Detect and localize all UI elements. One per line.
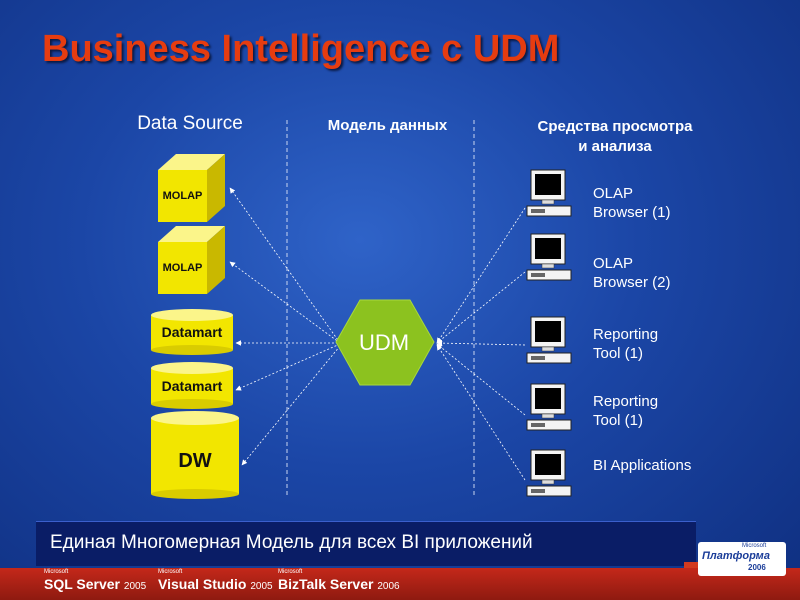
computer-icon <box>526 316 572 364</box>
datamart-cylinder-2 <box>151 362 233 409</box>
tool-label-reporting-tool-2: Reporting Tool (1) <box>593 392 658 430</box>
tool-label-line: Browser (1) <box>593 204 671 221</box>
connector-molap-1 <box>229 187 341 344</box>
data-source-header: Data Source <box>137 113 243 134</box>
connector-tool-5 <box>436 344 526 481</box>
computer-icon <box>526 449 572 497</box>
caption-text: Единая Многомерная Модель для всех BI пр… <box>50 532 533 553</box>
udm-label: UDM <box>358 330 410 355</box>
source-label-datamart-1: Datamart <box>161 324 223 340</box>
udm-hexagon <box>335 299 435 386</box>
biztalk-server-logo: Microsoft BizTalk Server 2006 <box>278 569 400 592</box>
visual-studio-logo: Microsoft Visual Studio 2005 <box>158 569 273 592</box>
molap-cube-1 <box>158 154 225 222</box>
tool-label-line: Reporting <box>593 326 659 343</box>
tool-label-olap-browser-2: OLAP Browser (2) <box>593 254 671 292</box>
connector-tool-4 <box>436 343 526 416</box>
computer-icon <box>526 383 572 431</box>
connector-molap-2 <box>229 261 341 344</box>
logo-version: 2005 <box>250 581 273 592</box>
analysis-tools-header: Средства просмотра и анализа <box>500 117 730 157</box>
analysis-tools-header-line2: и анализа <box>578 138 652 155</box>
logo-name: Visual Studio <box>158 576 247 592</box>
tool-label-reporting-tool-1: Reporting Tool (1) <box>593 325 658 363</box>
logo-name: SQL Server <box>44 576 121 592</box>
tool-label-line: Tool (1) <box>593 412 644 429</box>
source-label-molap-2: MOLAP <box>162 262 203 274</box>
logo-version: 2006 <box>377 581 400 592</box>
logo-name: BizTalk Server <box>278 576 374 592</box>
datamart-cylinder-1 <box>151 309 233 355</box>
connector-datamart-2 <box>235 343 341 391</box>
logo-maker: Microsoft <box>158 569 183 575</box>
tool-label-line: Reporting <box>593 393 659 410</box>
connector-tool-2 <box>436 271 526 344</box>
source-label-dw: DW <box>178 450 212 472</box>
computer-icon <box>526 233 572 281</box>
connector-dw <box>241 345 341 466</box>
platform-year: 2006 <box>748 563 766 572</box>
logo-maker: Microsoft <box>44 569 69 575</box>
tool-label-bi-applications: BI Applications <box>593 456 691 475</box>
molap-cube-2 <box>158 226 225 294</box>
analysis-tools-header-line1: Средства просмотра <box>537 118 693 135</box>
tool-label-line: OLAP <box>593 185 634 202</box>
slide-title: Business Intelligence c UDM <box>42 28 560 70</box>
data-model-header: Модель данных <box>327 117 448 134</box>
sql-server-logo: Microsoft SQL Server 2005 <box>44 569 147 592</box>
logo-maker: Microsoft <box>278 569 303 575</box>
tool-label-line: BI Applications <box>593 457 692 474</box>
computers <box>526 169 572 497</box>
tool-connectors <box>436 207 526 481</box>
caption-bar: Единая Многомерная Модель для всех BI пр… <box>36 521 696 566</box>
tool-label-line: Browser (2) <box>593 274 671 291</box>
logo-version: 2005 <box>123 581 147 592</box>
connector-tool-1 <box>436 207 526 344</box>
source-label-molap-1: MOLAP <box>162 190 203 202</box>
dw-cylinder <box>151 411 239 499</box>
connector-tool-3 <box>436 340 526 346</box>
platform-name: Платформа <box>702 550 770 562</box>
platform-maker: Microsoft <box>742 543 767 549</box>
computer-icon <box>526 169 572 217</box>
source-label-datamart-2: Datamart <box>161 378 223 394</box>
platform-logo: Microsoft Платформа 2006 <box>698 542 786 576</box>
source-connectors <box>229 187 341 466</box>
tool-label-olap-browser-1: OLAP Browser (1) <box>593 184 671 222</box>
footer-bar: Microsoft SQL Server 2005 Microsoft Visu… <box>0 568 800 600</box>
tool-label-line: OLAP <box>593 255 634 272</box>
tool-label-line: Tool (1) <box>593 345 644 362</box>
